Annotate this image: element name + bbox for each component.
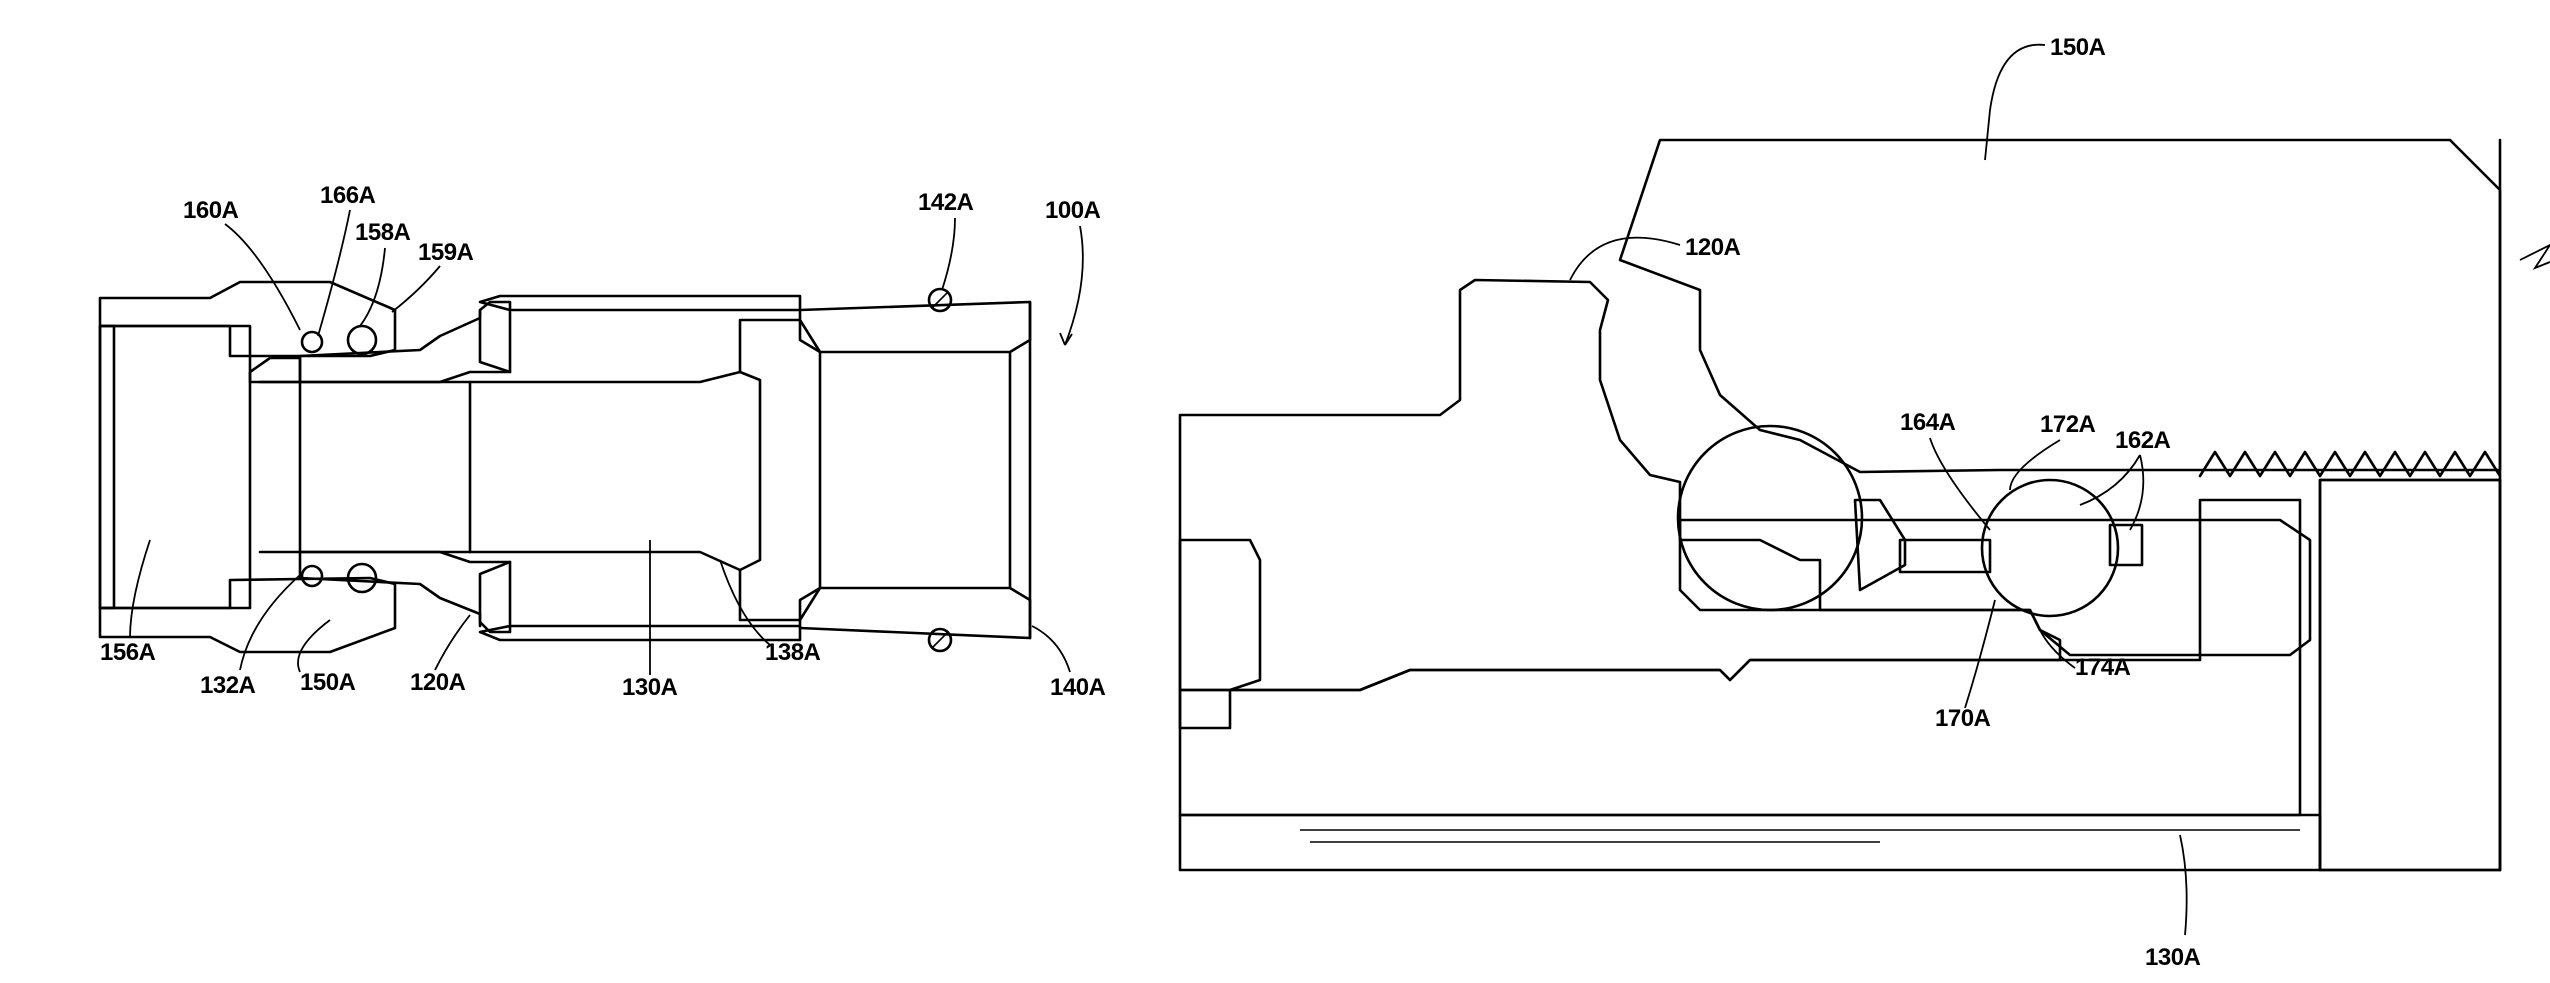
nut-thread-block [100,326,250,608]
label-100A: 100A [1045,197,1101,224]
label-150A-left: 150A [300,669,356,696]
body-bore [1180,540,1260,690]
label-159A: 159A [418,239,474,266]
post-130A [1180,500,2300,815]
label-130A-left: 130A [622,674,678,701]
sleeve-outline [480,310,510,626]
label-142A: 142A [918,189,974,216]
label-162A: 162A [2115,427,2171,454]
label-160A: 160A [183,197,239,224]
label-156A: 156A [100,639,156,666]
label-158A: 158A [355,219,411,246]
right-figure [1180,140,2550,870]
ball-upper-1 [348,326,376,354]
channel-bar [1900,540,1990,572]
label-138A: 138A [765,639,821,666]
label-132A: 132A [200,672,256,699]
nut-upper-wall [100,282,395,356]
body-upper [300,302,510,382]
label-164A: 164A [1900,409,1956,436]
collar-lower [800,588,1030,638]
ball-small [1982,480,2118,616]
nut-threads [2200,452,2500,476]
body-lower [300,552,510,632]
ball-lower-2 [302,566,322,586]
label-150A-right: 150A [2050,34,2106,61]
label-174A: 174A [2075,654,2131,681]
label-140A: 140A [1050,674,1106,701]
label-172A: 172A [2040,411,2096,438]
post-upper-wall [250,358,300,382]
inner-cone [740,320,820,620]
sleeve-upper [480,296,800,310]
collar-upper [800,302,1030,352]
label-166A: 166A [320,182,376,209]
sleeve-lower [480,626,800,640]
thread-section [2320,480,2500,870]
left-figure [100,282,1030,652]
post-tube [260,372,760,570]
label-120A-left: 120A [410,669,466,696]
label-170A: 170A [1935,705,1991,732]
label-120A-right: 120A [1685,234,1741,261]
ball-large [1678,426,1862,610]
break-mark [2520,245,2550,268]
label-130A-right: 130A [2145,944,2201,971]
